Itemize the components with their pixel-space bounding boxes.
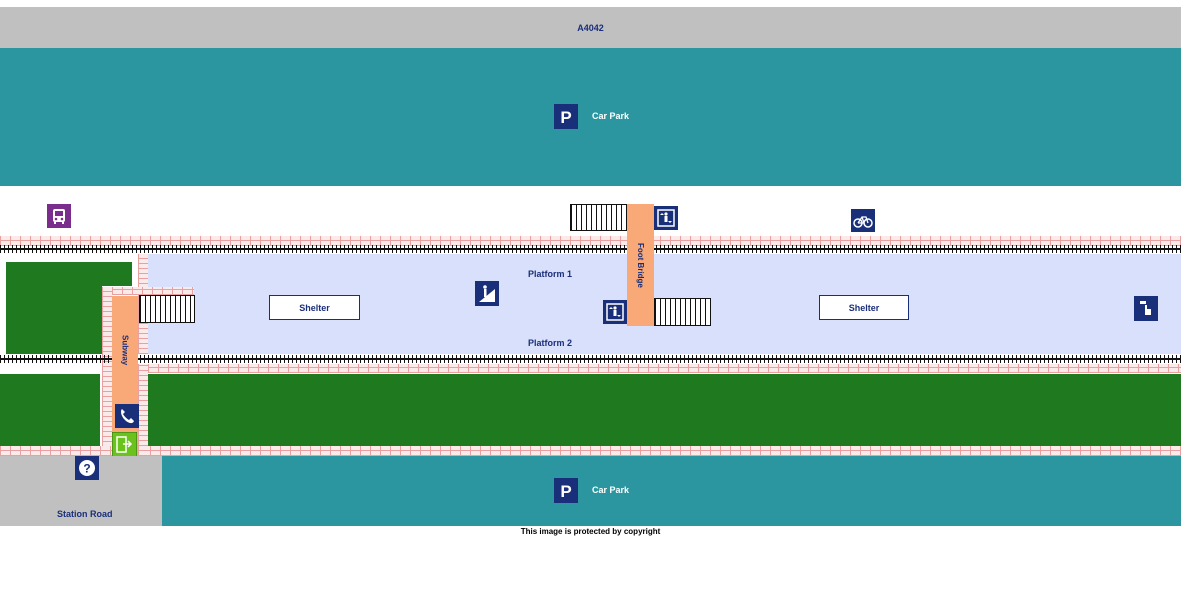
shelter-east-label: Shelter bbox=[848, 302, 880, 313]
svg-text:?: ? bbox=[83, 462, 90, 476]
car-park-bottom-label: Car Park bbox=[592, 485, 630, 495]
lift-icon bbox=[654, 206, 678, 230]
station-road-label: Station Road bbox=[57, 509, 113, 519]
boundary-wall-north bbox=[0, 236, 1181, 246]
platform-1-label: Platform 1 bbox=[528, 269, 573, 279]
information-icon: ? bbox=[75, 456, 99, 480]
help-point-icon bbox=[1134, 296, 1158, 321]
shelter-west: Shelter bbox=[269, 295, 360, 320]
trees-south-west bbox=[0, 374, 100, 446]
a4042-road-label: A4042 bbox=[577, 22, 604, 33]
a4042-road: A4042 bbox=[0, 7, 1181, 48]
trees-west bbox=[6, 262, 132, 286]
shelter-west-label: Shelter bbox=[299, 302, 330, 313]
ramp-icon bbox=[475, 281, 499, 306]
foot-bridge-label: Foot Bridge bbox=[636, 242, 645, 288]
railway-track-2 bbox=[0, 355, 1181, 363]
svg-text:P: P bbox=[560, 108, 571, 127]
subway: Subway bbox=[112, 296, 138, 455]
subway-label: Subway bbox=[120, 335, 130, 366]
boundary-wall-south bbox=[138, 364, 1181, 373]
subway-wall-west bbox=[102, 287, 112, 457]
railway-track-1 bbox=[0, 245, 1181, 253]
foot-bridge: Foot Bridge bbox=[627, 204, 654, 326]
subway-wall-top bbox=[102, 287, 194, 295]
lift-icon bbox=[603, 300, 627, 324]
trees-south bbox=[148, 374, 1181, 446]
foot-bridge-steps-north bbox=[570, 204, 627, 231]
svg-text:P: P bbox=[560, 482, 571, 501]
boundary-wall-southern-edge bbox=[0, 446, 1181, 456]
subway-steps bbox=[139, 295, 195, 323]
car-park-top-label: Car Park bbox=[592, 111, 630, 121]
platform-2-label: Platform 2 bbox=[528, 338, 573, 348]
car-park-bottom bbox=[162, 456, 1181, 526]
copyright-notice: This image is protected by copyright bbox=[520, 527, 661, 536]
bicycle-icon bbox=[851, 209, 875, 232]
car-park-top bbox=[0, 48, 1181, 186]
parking-icon: P bbox=[554, 104, 578, 129]
foot-bridge-steps-south bbox=[654, 298, 711, 326]
trees-west-lower bbox=[6, 286, 102, 354]
bus-stop-icon bbox=[47, 204, 71, 228]
subway-wall-east bbox=[138, 364, 148, 456]
parking-icon: P bbox=[554, 478, 578, 503]
shelter-east: Shelter bbox=[819, 295, 909, 320]
exit-icon bbox=[111, 431, 138, 458]
telephone-icon bbox=[115, 404, 139, 428]
